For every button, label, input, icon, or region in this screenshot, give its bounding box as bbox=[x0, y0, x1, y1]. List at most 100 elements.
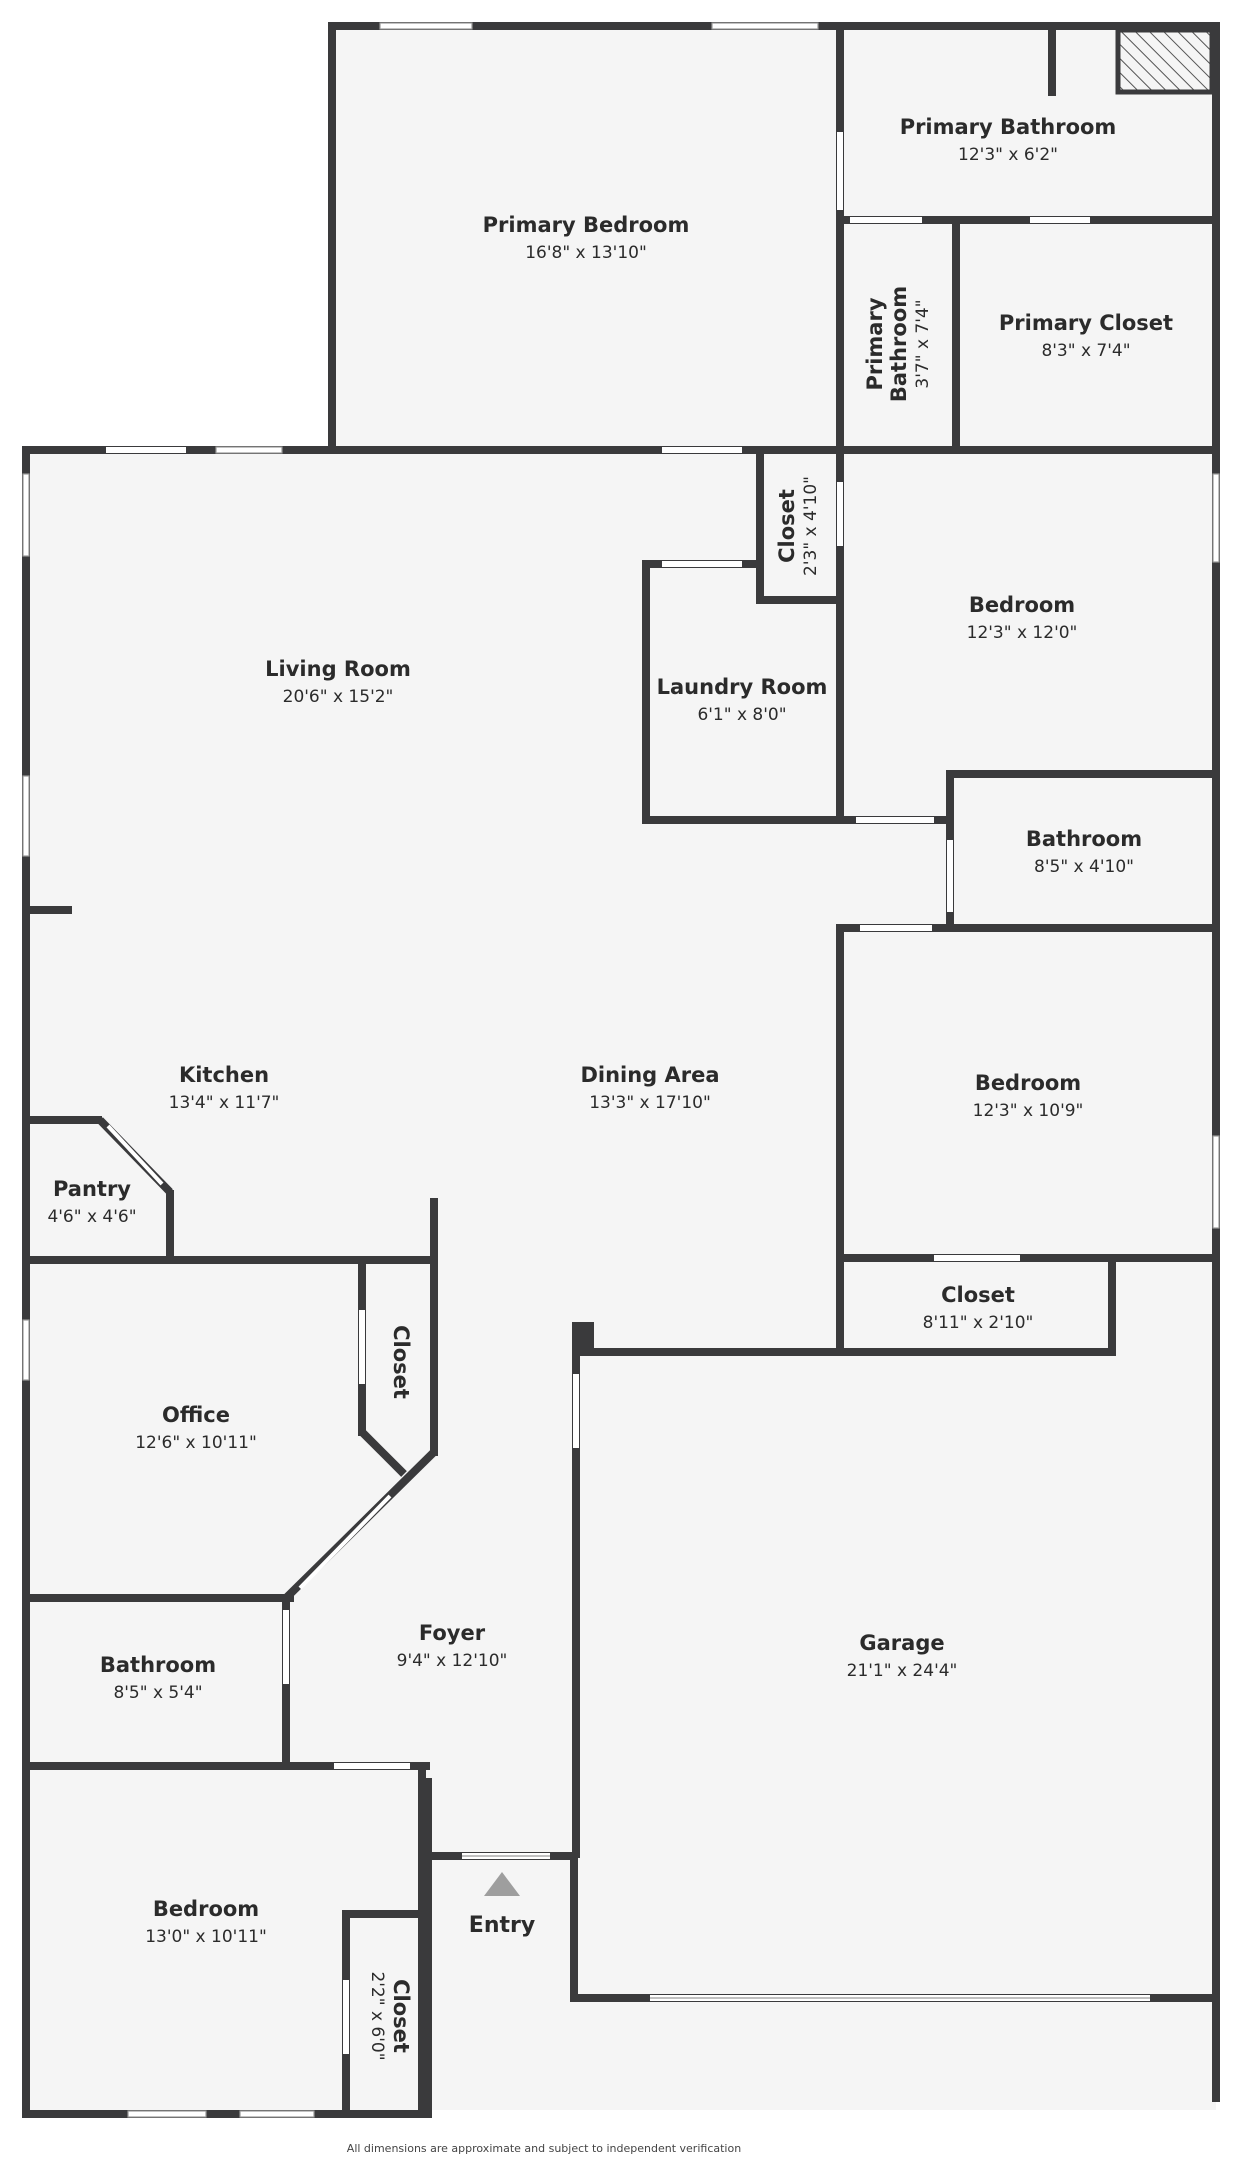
door-swing bbox=[106, 1124, 164, 1186]
room-pantry: Pantry 4'6" x 4'6" bbox=[47, 1177, 136, 1227]
room-foyer: Foyer 9'4" x 12'10" bbox=[397, 1621, 508, 1671]
room-dimensions: 9'4" x 12'10" bbox=[397, 1651, 508, 1671]
room-dimensions: 8'11" x 2'10" bbox=[923, 1313, 1034, 1333]
room-bedroom-middle: Bedroom 12'3" x 10'9" bbox=[973, 1071, 1084, 1121]
room-name: Primary Closet bbox=[999, 311, 1173, 335]
room-office: Office 12'6" x 10'11" bbox=[135, 1403, 257, 1453]
window bbox=[379, 22, 473, 30]
wall bbox=[22, 446, 30, 2118]
wall bbox=[328, 22, 336, 452]
room-name: Bathroom bbox=[1026, 827, 1142, 851]
room-name: Bathroom bbox=[100, 1653, 216, 1677]
door-opening bbox=[947, 840, 953, 912]
room-dimensions: 12'3" x 10'9" bbox=[973, 1101, 1084, 1121]
floor-primary-wing bbox=[330, 24, 1216, 452]
wall bbox=[166, 1190, 174, 1264]
wall bbox=[1048, 22, 1056, 96]
room-dimensions: 8'5" x 5'4" bbox=[113, 1683, 202, 1703]
room-dimensions: 21'1" x 24'4" bbox=[847, 1661, 958, 1681]
wall bbox=[22, 2110, 432, 2118]
wall bbox=[24, 1762, 430, 1770]
room-dimensions: 16'8" x 13'10" bbox=[525, 243, 647, 263]
window bbox=[22, 775, 30, 857]
wall bbox=[570, 1852, 578, 2002]
wall bbox=[24, 906, 72, 914]
shaft-hatch bbox=[1115, 27, 1215, 95]
room-name: Kitchen bbox=[179, 1063, 269, 1087]
room-dimensions: 8'5" x 4'10" bbox=[1034, 857, 1134, 877]
room-name: Bedroom bbox=[975, 1071, 1081, 1095]
room-dimensions: 12'3" x 6'2" bbox=[958, 145, 1058, 165]
room-name-line-2: Bathroom bbox=[887, 286, 911, 402]
room-name: Closet bbox=[389, 1979, 413, 2053]
room-bathroom-left: Bathroom 8'5" x 5'4" bbox=[100, 1653, 216, 1703]
room-garage: Garage 21'1" x 24'4" bbox=[847, 1631, 958, 1681]
room-name: Closet bbox=[941, 1283, 1015, 1307]
window bbox=[1212, 1135, 1220, 1229]
wall bbox=[1212, 22, 1220, 2102]
door-opening bbox=[850, 217, 922, 223]
room-name: Foyer bbox=[419, 1621, 486, 1645]
wall bbox=[642, 560, 650, 824]
room-bedroom-upper: Bedroom 12'3" x 12'0" bbox=[967, 593, 1078, 643]
wall bbox=[576, 1348, 1116, 1356]
door-opening bbox=[837, 132, 843, 210]
room-dimensions: 20'6" x 15'2" bbox=[283, 687, 394, 707]
door-opening bbox=[856, 817, 934, 823]
room-primary-closet: Primary Closet 8'3" x 7'4" bbox=[999, 311, 1173, 361]
window bbox=[127, 2110, 207, 2118]
wall bbox=[24, 1116, 102, 1124]
room-dimensions: 8'3" x 7'4" bbox=[1041, 341, 1130, 361]
wall bbox=[330, 446, 1220, 454]
footer-disclaimer: All dimensions are approximate and subje… bbox=[347, 2142, 741, 2155]
wall bbox=[642, 816, 952, 824]
wall bbox=[946, 770, 1220, 778]
room-name: Bedroom bbox=[969, 593, 1075, 617]
room-bathroom-right: Bathroom 8'5" x 4'10" bbox=[1026, 827, 1142, 877]
door-opening bbox=[662, 447, 742, 453]
room-living-room: Living Room 20'6" x 15'2" bbox=[265, 657, 411, 707]
room-dimensions: 13'3" x 17'10" bbox=[589, 1093, 711, 1113]
room-name-line-1: Primary bbox=[863, 297, 887, 390]
room-kitchen: Kitchen 13'4" x 11'7" bbox=[169, 1063, 280, 1113]
wall bbox=[756, 446, 764, 604]
wall bbox=[418, 1762, 426, 2118]
room-primary-bathroom: Primary Bathroom 12'3" x 6'2" bbox=[900, 115, 1117, 165]
room-name: Closet bbox=[389, 1325, 413, 1399]
wall bbox=[836, 924, 844, 1356]
wall bbox=[836, 1254, 1220, 1262]
room-dimensions: 2'2" x 6'0" bbox=[367, 1971, 387, 2060]
wall bbox=[424, 1778, 432, 2118]
floor-areas bbox=[24, 24, 1216, 2110]
wall bbox=[572, 1322, 594, 1356]
wall bbox=[836, 22, 844, 454]
window bbox=[215, 446, 283, 454]
room-name: Primary Bathroom bbox=[900, 115, 1117, 139]
wall bbox=[430, 1198, 438, 1456]
window bbox=[239, 2110, 315, 2118]
room-name: Closet bbox=[775, 489, 799, 563]
room-laundry-room: Laundry Room 6'1" x 8'0" bbox=[657, 675, 828, 725]
room-name: Dining Area bbox=[580, 1063, 719, 1087]
openings bbox=[106, 132, 1150, 2054]
room-dimensions: 2'3" x 4'10" bbox=[801, 476, 821, 576]
windows bbox=[22, 22, 1220, 2118]
wall bbox=[24, 1594, 294, 1602]
entry-arrow-icon bbox=[484, 1872, 520, 1896]
room-office-closet: Closet bbox=[389, 1325, 413, 1399]
window bbox=[22, 1319, 30, 1381]
wall bbox=[24, 1256, 438, 1264]
wall bbox=[1108, 1254, 1116, 1356]
door-opening bbox=[662, 561, 742, 567]
room-closet-lower: Closet 2'2" x 6'0" bbox=[367, 1971, 413, 2060]
room-bedroom-lower: Bedroom 13'0" x 10'11" bbox=[145, 1897, 267, 1947]
door-opening bbox=[1030, 217, 1090, 223]
room-name: Bedroom bbox=[153, 1897, 259, 1921]
room-primary-bathroom-small: Primary Bathroom 3'7" x 7'4" bbox=[863, 286, 933, 402]
window bbox=[711, 22, 819, 30]
wall bbox=[836, 216, 1220, 224]
wall bbox=[572, 1348, 580, 1858]
room-dimensions: 6'1" x 8'0" bbox=[697, 705, 786, 725]
room-primary-bedroom: Primary Bedroom 16'8" x 13'10" bbox=[483, 213, 690, 263]
